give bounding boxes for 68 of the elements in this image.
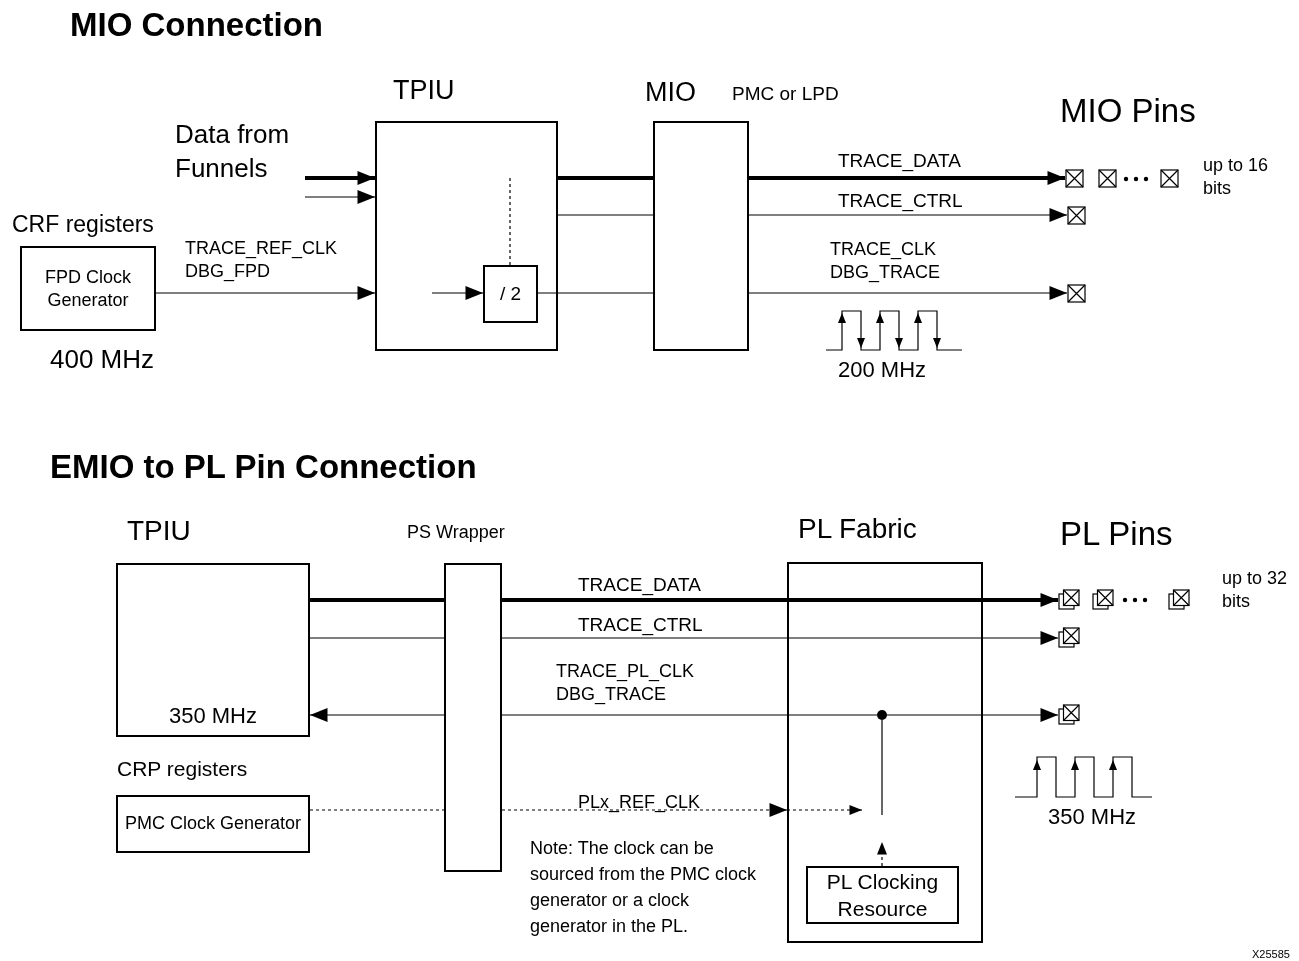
block-label: PL Clocking Resource [825,868,940,922]
arrow [309,708,445,722]
arrow [877,841,887,867]
block-title: CRF registers [12,211,154,238]
pin-icon [1067,206,1086,225]
pin-icon [1092,589,1114,611]
block-title: PL Fabric [798,513,917,546]
edge-label: TRACE_DATA [578,573,701,597]
note-text: Note: The clock can be sourced from the PMC clock generator or a clock generator in the PL. [530,837,758,938]
arrow [304,190,376,204]
frequency-label: 200 MHz [838,356,927,384]
connector-line [881,719,883,816]
block-title: TPIU [393,75,455,107]
width-note: up to 16 bits [1203,154,1270,199]
pin-icon [1058,704,1080,726]
pins-heading: PL Pins [1060,514,1173,554]
connector-line [310,598,444,602]
arrow [748,208,1068,222]
arrow [748,286,1068,300]
junction-dot [877,710,887,720]
connector-line [309,637,445,639]
arrow [431,286,484,300]
connector-line [501,714,878,716]
block-note: 400 MHz [50,343,155,376]
block-label: PMC Clock Generator [123,812,303,836]
pin-icon [1160,169,1179,188]
pins-heading: MIO Pins [1060,91,1196,131]
block-label: / 2 [499,281,522,306]
arrow [501,631,1059,645]
block-note: PMC or LPD [732,82,839,106]
block-label: 350 MHz [167,702,258,731]
connector-line [509,175,511,266]
arrow [155,286,376,300]
edge-label: TRACE_CTRL [578,613,703,637]
section-heading: EMIO to PL Pin Connection [50,447,477,487]
arrow [749,171,1065,185]
arrow [786,805,863,815]
edge-label: TRACE_DATA [838,149,961,173]
pin-icon [1065,169,1084,188]
arrow [501,803,788,817]
block-title: CRP registers [117,757,248,782]
arrow [502,593,1058,607]
connector-line [557,214,654,216]
pin-icon [1058,589,1080,611]
figure-id: X25585 [1252,948,1290,961]
block-label: FPD Clock Generator [44,265,132,312]
edge-label: TRACE_CLK DBG_TRACE [830,238,942,283]
width-note: up to 32 bits [1222,567,1289,612]
edge-label: TRACE_REF_CLK DBG_FPD [185,237,339,282]
pin-icon [1067,284,1086,303]
block-title: MIO [645,77,696,109]
pin-icon [1098,169,1117,188]
arrow [886,708,1059,722]
pin-icon [1058,627,1080,649]
edge-label: TRACE_PL_CLK DBG_TRACE [556,660,696,705]
connector-line [537,292,654,294]
section-heading: MIO Connection [70,5,323,45]
connector-line [558,176,653,180]
pin-icon [1168,589,1190,611]
block-title: PS Wrapper [407,522,505,543]
frequency-label: 350 MHz [1048,803,1137,831]
arrow [305,171,375,185]
edge-label: PLx_REF_CLK [578,791,701,814]
block-title: TPIU [127,515,191,548]
block-box [806,866,959,924]
connector-line [309,809,445,811]
source-label: Data from Funnels [175,103,305,203]
edge-label: TRACE_CTRL [838,189,963,213]
